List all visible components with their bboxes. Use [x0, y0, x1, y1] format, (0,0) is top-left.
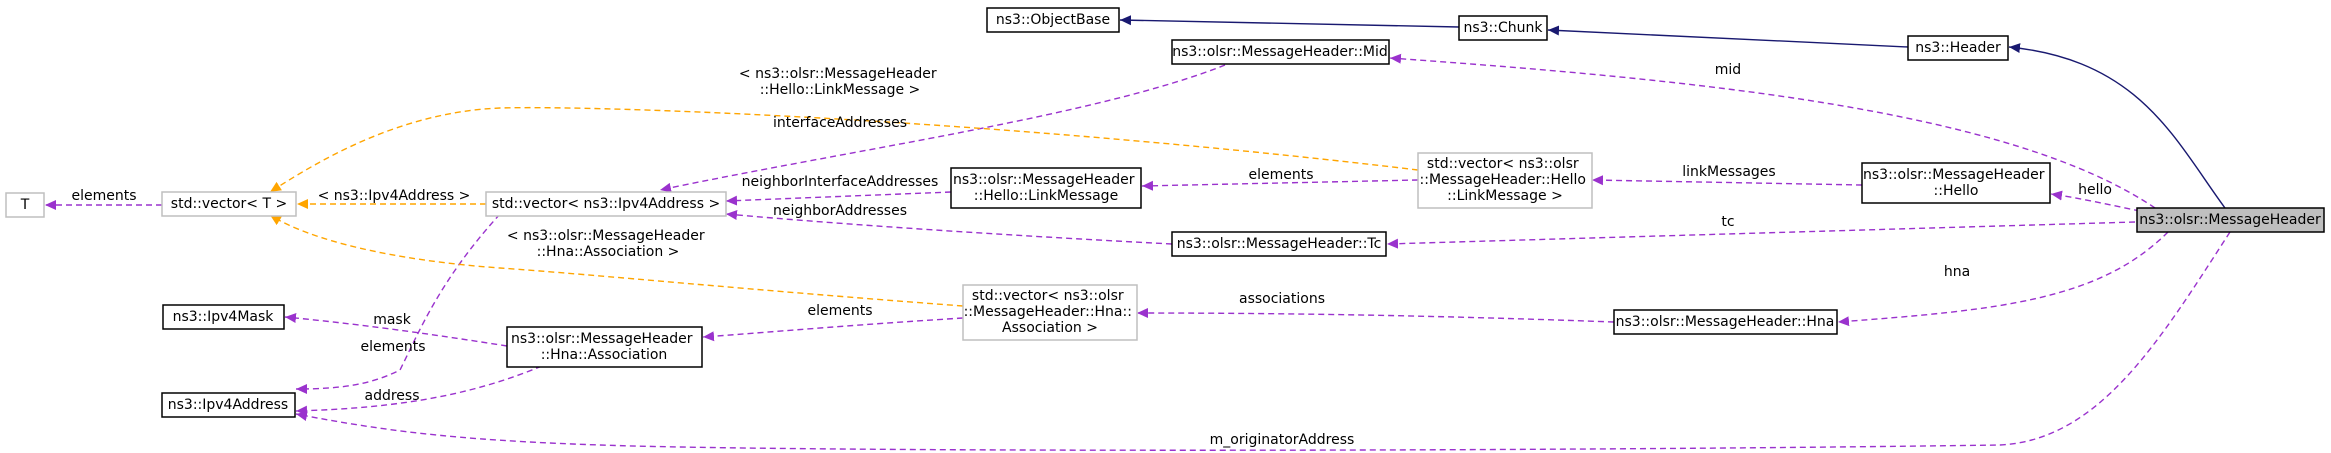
edge-messageheader-mid — [1389, 53, 2156, 209]
edge-label-elements-assoc: elements — [807, 303, 872, 319]
edge-label-hna-assoc-template: < ns3::olsr::MessageHeader ::Hna::Associ… — [507, 228, 709, 260]
node-ns3-chunk[interactable]: ns3::Chunk — [1458, 15, 1548, 41]
svg-text:ns3::olsr::MessageHeader::Hna: ns3::olsr::MessageHeader::Hna — [1616, 314, 1835, 330]
edge-association-ipv4mask — [284, 313, 508, 347]
node-ns3-ipv4address[interactable]: ns3::Ipv4Address — [161, 392, 296, 418]
node-vector-hello-linkmessage[interactable]: std::vector< ns3::olsr ::MessageHeader::… — [1417, 152, 1593, 209]
svg-text:std::vector< ns3::olsr: std::vector< ns3::olsr ::MessageHeader::… — [964, 288, 1137, 336]
edge-vec-hna-template — [269, 214, 964, 307]
edge-tc-vec-ipv4 — [725, 209, 1173, 245]
svg-text:std::vector< T >: std::vector< T > — [171, 196, 287, 212]
edge-label-tc: tc — [1721, 214, 1734, 230]
svg-text:T: T — [20, 197, 30, 213]
edge-label-interface-addresses: interfaceAddresses — [773, 115, 907, 131]
edge-label-elements-t: elements — [71, 188, 136, 204]
edge-messageheader-to-header — [2008, 43, 2226, 209]
svg-text:ns3::Chunk: ns3::Chunk — [1463, 20, 1543, 36]
edge-label-mid: mid — [1715, 62, 1741, 78]
edge-chunk-to-objectbase — [1119, 15, 1460, 28]
edge-vec-hello-template — [269, 106, 1419, 193]
edge-label-m-originator-address: m_originatorAddress — [1210, 432, 1355, 448]
node-messageheader[interactable]: ns3::olsr::MessageHeader — [2136, 207, 2325, 233]
edge-linkmessage-vec-ipv4 — [725, 191, 952, 206]
edge-label-address: address — [364, 388, 419, 404]
svg-text:ns3::olsr::MessageHeader::Mid: ns3::olsr::MessageHeader::Mid — [1172, 44, 1388, 60]
node-vector-hna-association[interactable]: std::vector< ns3::olsr ::MessageHeader::… — [962, 284, 1138, 341]
svg-text:ns3::olsr::MessageHeader::Tc: ns3::olsr::MessageHeader::Tc — [1177, 236, 1382, 252]
node-ns3-objectbase[interactable]: ns3::ObjectBase — [986, 7, 1120, 33]
node-mid[interactable]: ns3::olsr::MessageHeader::Mid — [1171, 39, 1390, 65]
edge-messageheader-tc — [1386, 221, 2136, 249]
edge-label-neighbor-addresses: neighborAddresses — [773, 203, 907, 219]
edge-hna-vec-hna — [1136, 308, 1615, 323]
edge-label-hna: hna — [1944, 264, 1970, 280]
svg-text:ns3::olsr::MessageHeader: ns3::olsr::MessageHeader ::Hello::LinkMe… — [953, 172, 1139, 204]
edge-mid-vec-ipv4 — [659, 64, 1226, 193]
edge-label-associations: associations — [1239, 291, 1325, 307]
edge-label-hello-link-template: < ns3::olsr::MessageHeader ::Hello::Link… — [739, 66, 941, 98]
svg-text:ns3::olsr::MessageHeader: ns3::olsr::MessageHeader ::Hna::Associat… — [511, 331, 697, 363]
edge-label-ipv4-template: < ns3::Ipv4Address > — [318, 188, 471, 204]
edge-messageheader-hello — [2050, 190, 2141, 212]
node-hello[interactable]: ns3::olsr::MessageHeader ::Hello — [1861, 162, 2051, 204]
edge-label-elements-ipv4: elements — [360, 339, 425, 355]
edge-messageheader-ipv4address — [295, 231, 2231, 451]
edge-label-link-messages: linkMessages — [1682, 164, 1775, 180]
node-hna[interactable]: ns3::olsr::MessageHeader::Hna — [1613, 309, 1838, 335]
node-vector-ipv4address[interactable]: std::vector< ns3::Ipv4Address > — [485, 191, 727, 217]
svg-text:ns3::olsr::MessageHeader: ns3::olsr::MessageHeader ::Hello — [1863, 167, 2049, 199]
edge-vec-hello-linkmessage — [1141, 179, 1419, 191]
edge-label-elements-linkmessage: elements — [1248, 167, 1313, 183]
svg-text:ns3::olsr::MessageHeader: ns3::olsr::MessageHeader — [2139, 212, 2321, 228]
edge-label-mask: mask — [373, 312, 412, 328]
svg-text:ns3::Ipv4Mask: ns3::Ipv4Mask — [173, 309, 275, 325]
svg-text:std::vector< ns3::Ipv4Address: std::vector< ns3::Ipv4Address > — [492, 196, 720, 212]
node-tc[interactable]: ns3::olsr::MessageHeader::Tc — [1171, 231, 1387, 257]
edge-association-ipv4address — [295, 357, 561, 416]
node-ns3-ipv4mask[interactable]: ns3::Ipv4Mask — [162, 304, 285, 330]
svg-text:ns3::Header: ns3::Header — [1915, 40, 2001, 56]
edge-header-to-chunk — [1547, 25, 1909, 48]
svg-text:std::vector< ns3::olsr: std::vector< ns3::olsr ::MessageHeader::… — [1420, 156, 1591, 204]
svg-text:ns3::Ipv4Address: ns3::Ipv4Address — [168, 397, 288, 413]
node-ns3-header[interactable]: ns3::Header — [1907, 35, 2009, 61]
edge-vec-ipv4-ipv4address — [295, 213, 501, 394]
node-hello-linkmessage[interactable]: ns3::olsr::MessageHeader ::Hello::LinkMe… — [950, 167, 1142, 209]
edge-messageheader-hna — [1837, 231, 2169, 327]
edge-label-neighbor-interface-addresses: neighborInterfaceAddresses — [742, 174, 939, 190]
node-std-vector-t[interactable]: std::vector< T > — [161, 191, 297, 217]
edge-label-hello: hello — [2078, 182, 2112, 198]
edge-hello-vec-hello — [1591, 175, 1863, 186]
svg-text:ns3::ObjectBase: ns3::ObjectBase — [996, 12, 1110, 28]
edge-vec-hna-association — [702, 317, 964, 342]
node-t[interactable]: T — [5, 192, 45, 218]
node-hna-association[interactable]: ns3::olsr::MessageHeader ::Hna::Associat… — [506, 326, 703, 368]
